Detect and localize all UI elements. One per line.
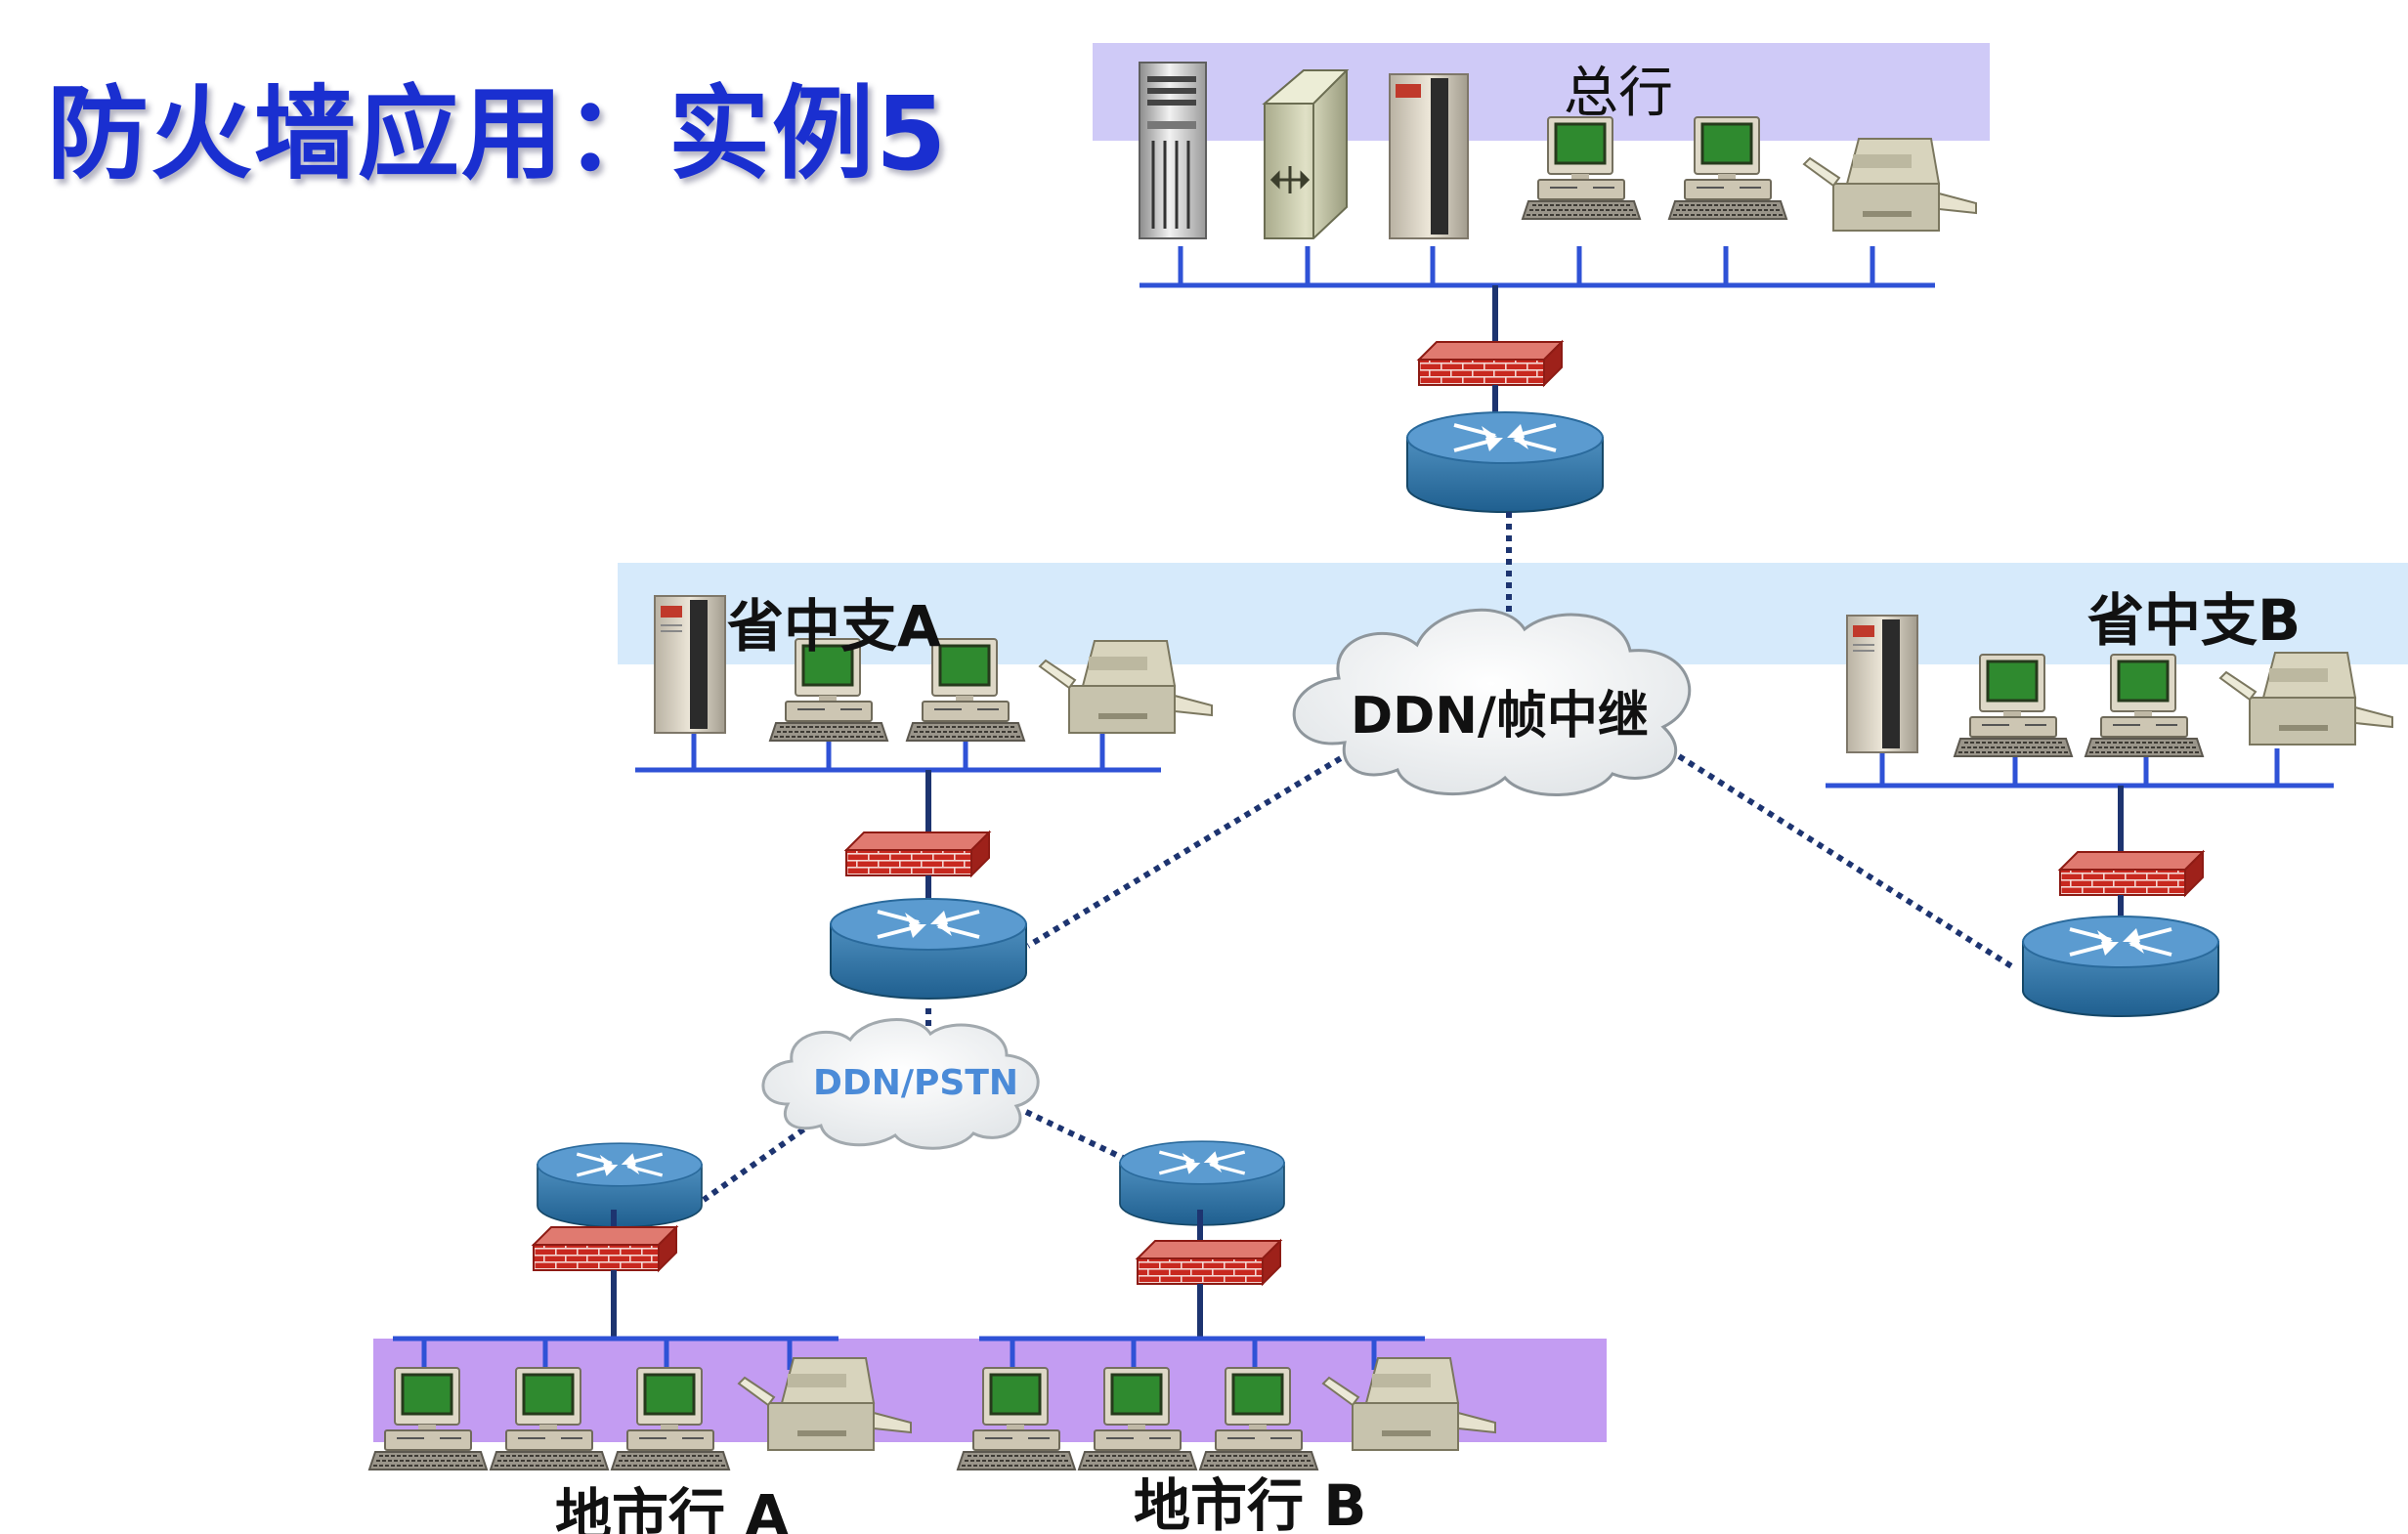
- city-a-pc-icon: [367, 1366, 489, 1471]
- city-a-printer-icon: [738, 1357, 912, 1451]
- city-a-pc-icon: [610, 1366, 731, 1471]
- hq-lan: [1140, 246, 1935, 288]
- city-b-lan: [979, 1336, 1425, 1370]
- province-b-server-icon: [1846, 615, 1918, 753]
- province-a-lan: [635, 733, 1161, 773]
- ddn-frame-relay-label: DDN/帧中继: [1351, 687, 1649, 746]
- province-a-firewall-icon: [845, 831, 990, 876]
- city-a-router-icon: [536, 1141, 704, 1229]
- hq-pc-icon: [1667, 115, 1788, 221]
- city-a-lan: [393, 1336, 838, 1370]
- hq-printer-icon: [1803, 138, 1977, 232]
- ddn-frame-relay-cloud: [1292, 608, 1692, 796]
- city-a-label: 地市行 A: [555, 1482, 790, 1534]
- hq-switch-icon: [1262, 69, 1350, 239]
- province-b-lan: [1826, 748, 2334, 788]
- hq-band: [1093, 43, 1990, 141]
- province-a-router-icon: [829, 897, 1028, 1001]
- hq-tower-server-icon: [1389, 73, 1469, 239]
- province-b-firewall-icon: [2059, 851, 2204, 896]
- province-b-label: 省中支B: [2087, 587, 2301, 654]
- hq-pc-icon: [1521, 115, 1642, 221]
- province-a-printer-icon: [1039, 640, 1213, 734]
- province-b-pc-icon: [2084, 653, 2205, 758]
- province-a-server-icon: [654, 595, 726, 734]
- province-b-pc-icon: [1953, 653, 2074, 758]
- city-a-firewall-icon: [533, 1226, 677, 1271]
- province-b-printer-icon: [2219, 652, 2393, 746]
- province-a-label: 省中支A: [727, 593, 941, 660]
- city-b-pc-icon: [1077, 1366, 1198, 1471]
- ddn-pstn-cloud: [761, 1018, 1040, 1150]
- ddn-pstn-label: DDN/PSTN: [813, 1063, 1019, 1103]
- hq-server-icon: [1139, 62, 1207, 239]
- province-b-router-icon: [2021, 915, 2220, 1018]
- hq-label: 总行: [1564, 62, 1673, 125]
- city-a-pc-icon: [489, 1366, 610, 1471]
- city-b-pc-icon: [956, 1366, 1077, 1471]
- hq-router-icon: [1405, 410, 1605, 514]
- hq-firewall-icon: [1418, 341, 1563, 386]
- city-b-printer-icon: [1322, 1357, 1496, 1451]
- city-b-label: 地市行 B: [1134, 1472, 1367, 1534]
- page-title: 防火墙应用：实例5: [47, 74, 949, 193]
- city-b-pc-icon: [1198, 1366, 1319, 1471]
- city-b-firewall-icon: [1137, 1240, 1281, 1285]
